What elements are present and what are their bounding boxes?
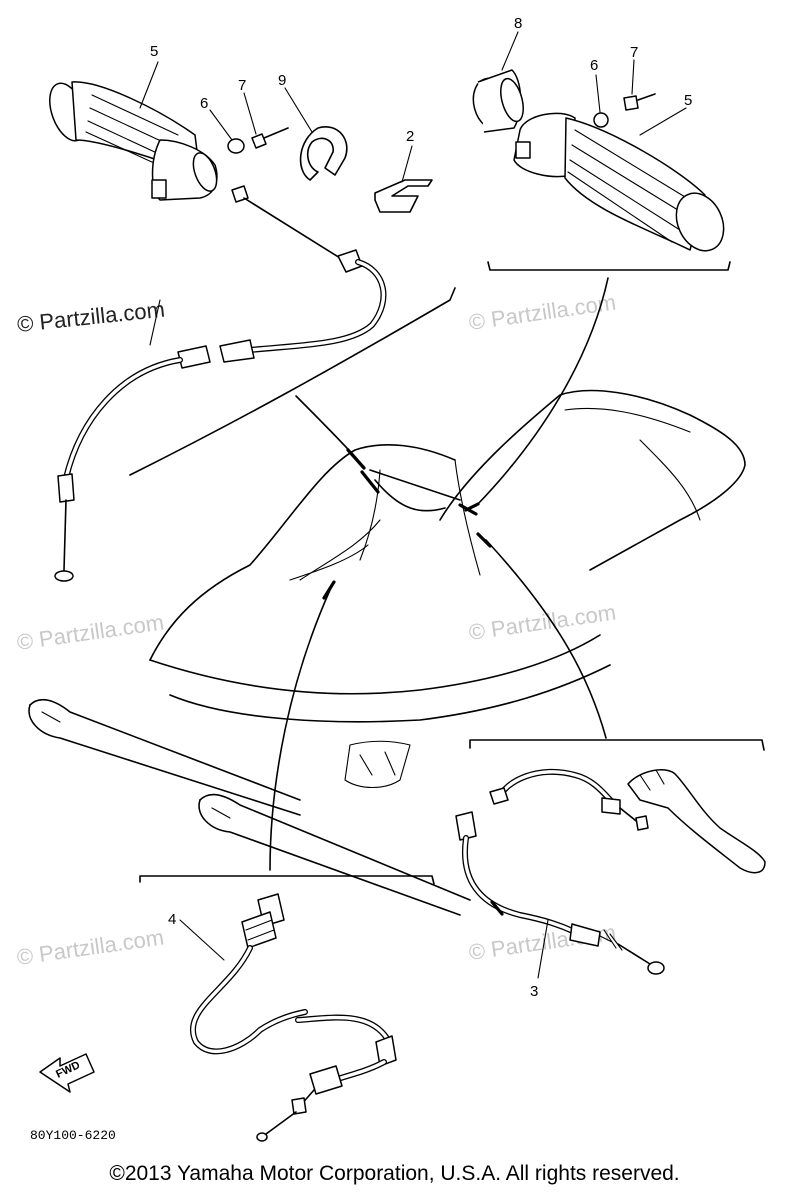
- callout-number: 3: [530, 983, 538, 1000]
- callout-number: 7: [238, 77, 246, 94]
- left-grip-group: [49, 61, 456, 582]
- washer-right: [593, 112, 609, 128]
- screw-left: [251, 127, 289, 149]
- callout-number: 2: [406, 128, 414, 145]
- handlebar-grip-left: [49, 81, 218, 201]
- screw-right: [623, 93, 656, 111]
- washer-left: [227, 138, 245, 154]
- callout-number: 6: [200, 95, 208, 112]
- handlebar-grip-right: [513, 112, 725, 252]
- copyright-footer: ©2013 Yamaha Motor Corporation, U.S.A. A…: [109, 1162, 680, 1185]
- forward-arrow-icon: FWD: [39, 1053, 95, 1093]
- callout-labels: 5 6 7 9 2 8 6 7 5 4 3: [150, 15, 692, 1000]
- callout-number: 9: [278, 72, 286, 89]
- callout-number: 5: [150, 43, 158, 60]
- watermark-text: © Partzilla.com: [15, 925, 165, 970]
- cable-clamp: [299, 126, 348, 181]
- throttle-cable: [54, 185, 387, 582]
- retaining-clip: [374, 179, 433, 213]
- brake-cable-group: [455, 532, 766, 979]
- right-grip-group: [464, 31, 731, 512]
- callout-number: 5: [684, 92, 692, 109]
- brake-lever: [627, 769, 766, 874]
- grip-ring: [472, 69, 524, 133]
- callout-number: 8: [514, 15, 522, 32]
- watermark-text: © Partzilla.com: [467, 290, 617, 335]
- watermark-text: © Partzilla.com: [15, 610, 165, 655]
- watermark-layer: © Partzilla.com © Partzilla.com © Partzi…: [15, 290, 617, 970]
- callout-number: 6: [590, 57, 598, 74]
- speedometer-cable-group: [139, 580, 435, 1142]
- diagram-code: 80Y100-6220: [30, 1128, 116, 1143]
- callout-number: 4: [168, 911, 176, 928]
- watermark-text: © Partzilla.com: [16, 297, 166, 337]
- snowmobile-body: [28, 389, 746, 916]
- callout-number: 7: [630, 44, 638, 61]
